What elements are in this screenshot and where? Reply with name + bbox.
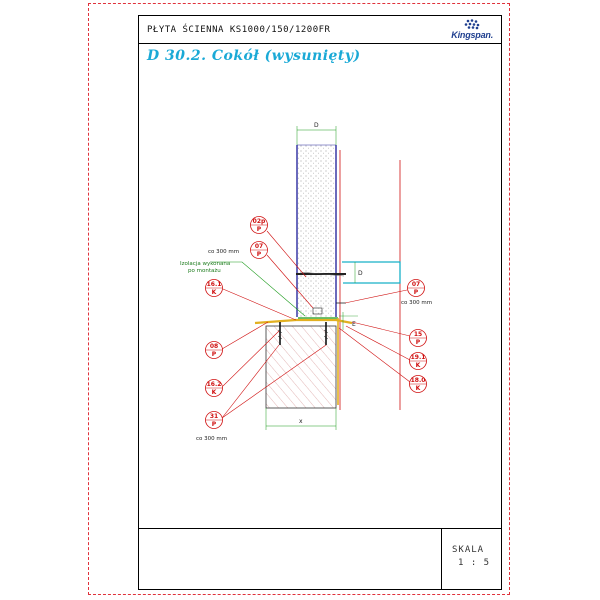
foundation-anchors [277, 322, 329, 345]
callout-31-bottom: P [212, 421, 217, 428]
note-spacing-bottom: co 300 mm [196, 436, 227, 442]
callout-180-top: 18.0 [411, 377, 426, 384]
title-block: PŁYTA ŚCIENNA KS1000/150/1200FR Kingspan… [139, 16, 501, 44]
callout-18-0: 18.0 K [409, 375, 427, 393]
note-spacing-right: co 300 mm [401, 300, 432, 306]
footer-divider [139, 528, 501, 529]
offset-label: E [352, 321, 356, 328]
callout-07a-top: 07 [255, 243, 263, 250]
panel-fastener [296, 271, 346, 277]
brand-name: Kingspan. [451, 30, 493, 40]
note-insulation-2: po montażu [188, 268, 221, 274]
logo-mark-icon [464, 19, 480, 30]
callout-15-top: 15 [414, 331, 422, 338]
kingspan-logo: Kingspan. [435, 18, 495, 42]
callout-02p-top: 02p [253, 218, 266, 225]
insulation-leader [212, 261, 306, 317]
note-insulation-1: Izolacja wykonana [180, 261, 230, 267]
wall-panel [296, 144, 337, 317]
callout-31: 31 P [205, 411, 223, 429]
callout-15: 15 P [409, 329, 427, 347]
note-spacing-top: co 300 mm [208, 249, 239, 255]
callout-08-bottom: P [212, 351, 217, 358]
bracket-profile: D [342, 261, 401, 284]
sheet-title: PŁYTA ŚCIENNA KS1000/150/1200FR [147, 25, 331, 35]
callout-162-top: 16.2 [207, 381, 222, 388]
offset-dimension: E [339, 312, 358, 330]
drawing-sheet: PŁYTA ŚCIENNA KS1000/150/1200FR Kingspan… [138, 15, 502, 590]
base-flashing [254, 302, 353, 405]
callout-08: 08 P [205, 341, 223, 359]
callout-07b-bottom: P [414, 289, 419, 296]
callout-161-bottom: K [212, 289, 217, 296]
bracket-dimension-label: D [358, 270, 363, 277]
callout-191-top: 19.1 [411, 354, 426, 361]
detail-title: D 30.2. Cokół (wysunięty) [147, 48, 361, 64]
callout-08-top: 08 [210, 343, 218, 350]
callout-16-2: 16.2 K [205, 379, 223, 397]
callout-02p: 02p P [250, 216, 268, 234]
outer-dashed-border [88, 3, 510, 595]
callout-02p-bottom: P [257, 226, 262, 233]
callout-162-bottom: K [212, 389, 217, 396]
callout-07b-top: 07 [412, 281, 420, 288]
callout-07-right: 07 P [407, 279, 425, 297]
foundation-width-dimension: x [265, 408, 337, 430]
foundation-width-label: x [299, 418, 303, 425]
callout-07-left: 07 P [250, 241, 268, 259]
callout-16-1: 16.1 K [205, 279, 223, 297]
callout-31-top: 31 [210, 413, 218, 420]
callout-161-top: 16.1 [207, 281, 222, 288]
callout-180-bottom: K [416, 385, 421, 392]
callout-07a-bottom: P [257, 251, 262, 258]
leader-lines [221, 230, 411, 419]
callout-19-1: 19.1 K [409, 352, 427, 370]
scale-value: 1 : 5 [458, 558, 491, 568]
foundation [265, 325, 337, 409]
panel-width-label: D [314, 122, 319, 129]
panel-width-dimension: D [296, 122, 337, 145]
callout-191-bottom: K [416, 362, 421, 369]
callout-15-bottom: P [416, 339, 421, 346]
scale-label: SKALA [452, 545, 485, 555]
scale-box-divider [441, 529, 442, 589]
